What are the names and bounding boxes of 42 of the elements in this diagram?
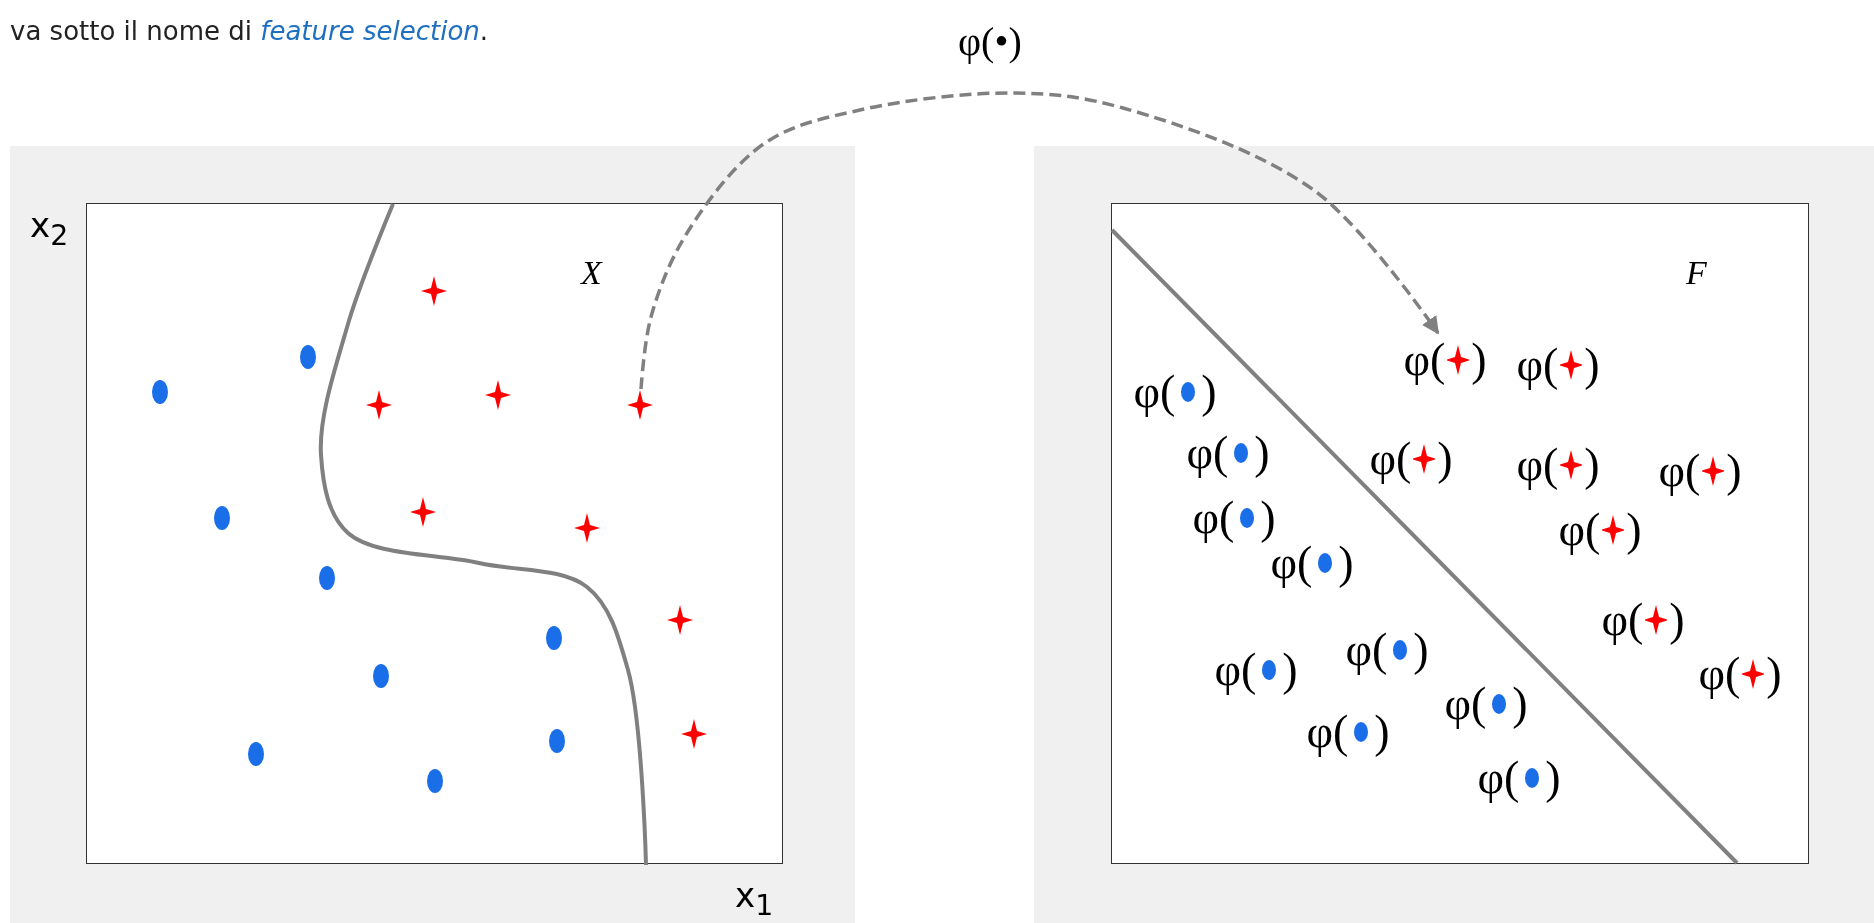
- function-label: ): [1584, 442, 1600, 488]
- function-label: φ(: [1214, 647, 1257, 693]
- axis-label: x$_{1}$: [735, 878, 774, 921]
- function-label: ): [1437, 436, 1453, 482]
- function-label: ): [1413, 627, 1429, 673]
- function-label: ): [1260, 495, 1276, 541]
- function-label: ): [1471, 337, 1487, 383]
- function-label: ): [1512, 681, 1528, 727]
- function-label: φ(: [1558, 507, 1601, 553]
- function-label: φ(: [1516, 342, 1559, 388]
- dashed-arrow: [639, 91, 1440, 390]
- function-label: φ(: [1403, 337, 1446, 383]
- function-label: ): [1545, 755, 1561, 801]
- function-label: φ(: [1306, 709, 1349, 755]
- plot-area: [86, 203, 783, 864]
- space-label: X: [581, 256, 602, 290]
- function-label: φ(: [1477, 755, 1520, 801]
- function-label: ): [1584, 342, 1600, 388]
- function-label: ): [1254, 430, 1270, 476]
- function-label: φ(: [1601, 597, 1644, 643]
- function-label: φ(: [1369, 436, 1412, 482]
- space-label: F: [1686, 256, 1707, 290]
- function-label: φ(: [1186, 430, 1229, 476]
- function-label: φ(: [1516, 442, 1559, 488]
- function-label: ): [1766, 651, 1782, 697]
- star-icon: [627, 390, 653, 420]
- function-label: φ(: [1698, 651, 1741, 697]
- function-label: φ(: [1192, 495, 1235, 541]
- function-label: ): [1338, 540, 1354, 586]
- axis-label: x$_{2}$: [30, 208, 69, 251]
- function-label: φ(: [1444, 681, 1487, 727]
- function-label: φ(: [1345, 627, 1388, 673]
- function-label: φ(: [1133, 369, 1176, 415]
- function-label: φ(: [1270, 540, 1313, 586]
- function-label: φ(: [1658, 448, 1701, 494]
- function-label: ): [1282, 647, 1298, 693]
- function-label: ): [1669, 597, 1685, 643]
- function-label: ): [1626, 507, 1642, 553]
- function-label: ): [1726, 448, 1742, 494]
- function-label: ): [1374, 709, 1390, 755]
- function-label: ): [1201, 369, 1217, 415]
- caption-text: va sotto il nome di feature selection.: [10, 16, 489, 46]
